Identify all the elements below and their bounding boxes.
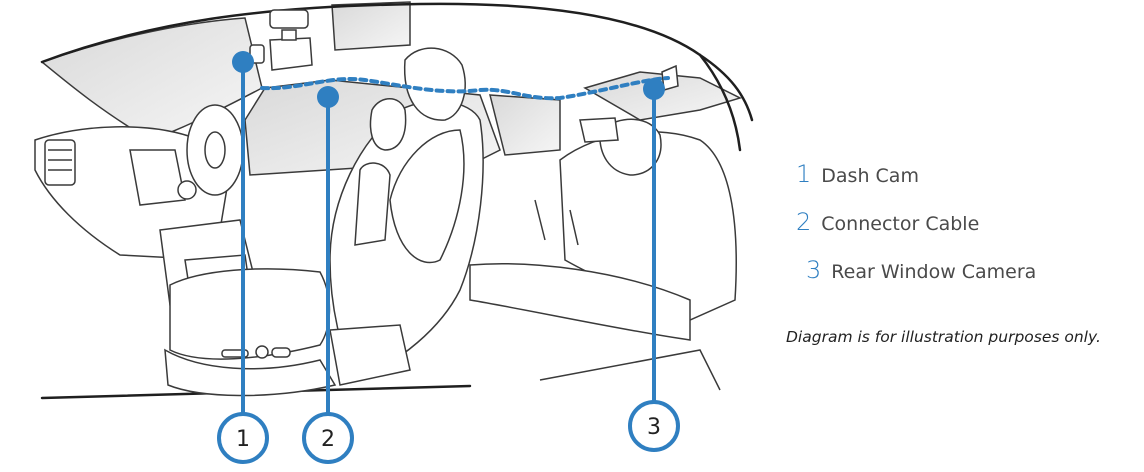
- legend-item-dash-cam: 1 Dash Cam: [796, 160, 1136, 208]
- callout-dot-3: [643, 78, 665, 100]
- connector-cable-path: [260, 76, 670, 101]
- legend-label: Rear Window Camera: [831, 261, 1037, 283]
- legend-number: 3: [806, 256, 822, 284]
- marker-1: 1: [217, 412, 269, 464]
- roof-line: [40, 2, 754, 122]
- driver-seat: [164, 268, 337, 397]
- svg-text:2: 2: [321, 427, 335, 452]
- dash-cam-device: [249, 9, 313, 71]
- callout-dot-2: [317, 86, 339, 108]
- rear-side-window: [489, 94, 561, 156]
- illustration-disclaimer: Diagram is for illustration purposes onl…: [786, 328, 1101, 346]
- sunroof: [331, 1, 411, 51]
- passenger-seat: [329, 47, 484, 386]
- svg-text:1: 1: [236, 427, 250, 452]
- svg-text:3: 3: [647, 415, 661, 440]
- callout-dot-1: [232, 51, 254, 73]
- legend: 1 Dash Cam 2 Connector Cable 3 Rear Wind…: [796, 160, 1136, 304]
- callout-lines: [241, 62, 656, 413]
- legend-number: 1: [796, 160, 812, 188]
- marker-3: 3: [628, 400, 680, 452]
- legend-item-rear-window-camera: 3 Rear Window Camera: [806, 256, 1136, 304]
- legend-number: 2: [796, 208, 812, 236]
- callout-dots: [232, 51, 665, 108]
- marker-2: 2: [302, 412, 354, 464]
- legend-label: Dash Cam: [821, 165, 919, 187]
- rear-seat: [469, 117, 737, 391]
- legend-label: Connector Cable: [821, 213, 980, 235]
- legend-item-connector-cable: 2 Connector Cable: [796, 208, 1136, 256]
